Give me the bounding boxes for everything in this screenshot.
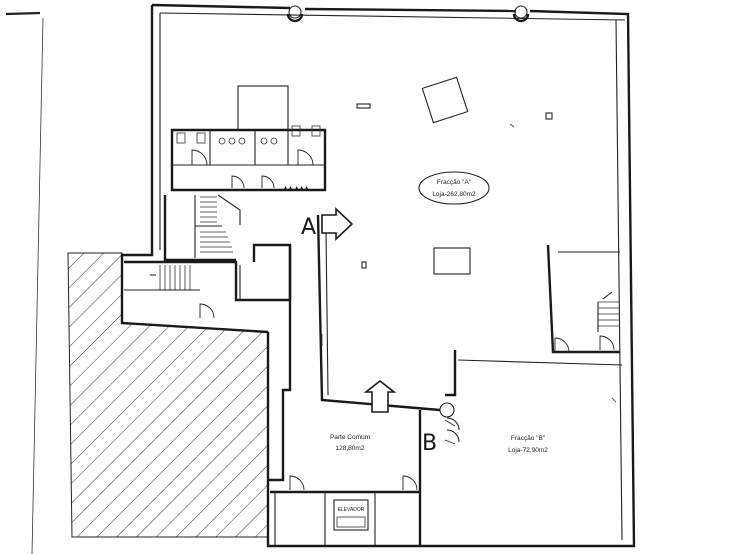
entrance-arrow-b (363, 379, 397, 413)
fraction-b-walls (418, 350, 623, 546)
small-mark (611, 397, 617, 403)
central-corridor (268, 214, 441, 482)
letter-b: B (422, 431, 437, 456)
letter-a: A (301, 215, 316, 240)
fraction-a-fixtures (356, 76, 553, 275)
sheet-margin-line (31, 17, 44, 554)
staircase-upper (163, 194, 241, 262)
common-part-name: Parte Comum (330, 434, 370, 441)
fraction-b-area: Loja-72,90m2 (508, 447, 548, 454)
common-part-area: 128,80m2 (336, 445, 365, 452)
outer-walls (120, 3, 636, 548)
elevator-label: ELEVADOR (338, 507, 365, 513)
fraction-a-name: Fracção "A" (437, 179, 472, 186)
fraction-a-area: Loja-262,80m2 (432, 191, 476, 198)
entrance-arrow-a (321, 207, 354, 241)
top-column-marks (286, 5, 530, 23)
svg-text:▲▲ ▲▲▲: ▲▲ ▲▲▲ (283, 185, 309, 191)
toilets-block: ▲▲ ▲▲▲ (170, 85, 327, 192)
small-mark (509, 123, 515, 128)
common-part-bottom (270, 475, 420, 546)
fraction-b-name: Fracção "B" (511, 435, 546, 442)
scan-mark (5, 11, 41, 16)
staircase-right (546, 244, 620, 354)
hatched-area (67, 252, 269, 538)
fraction-a-label-ellipse (418, 171, 490, 205)
